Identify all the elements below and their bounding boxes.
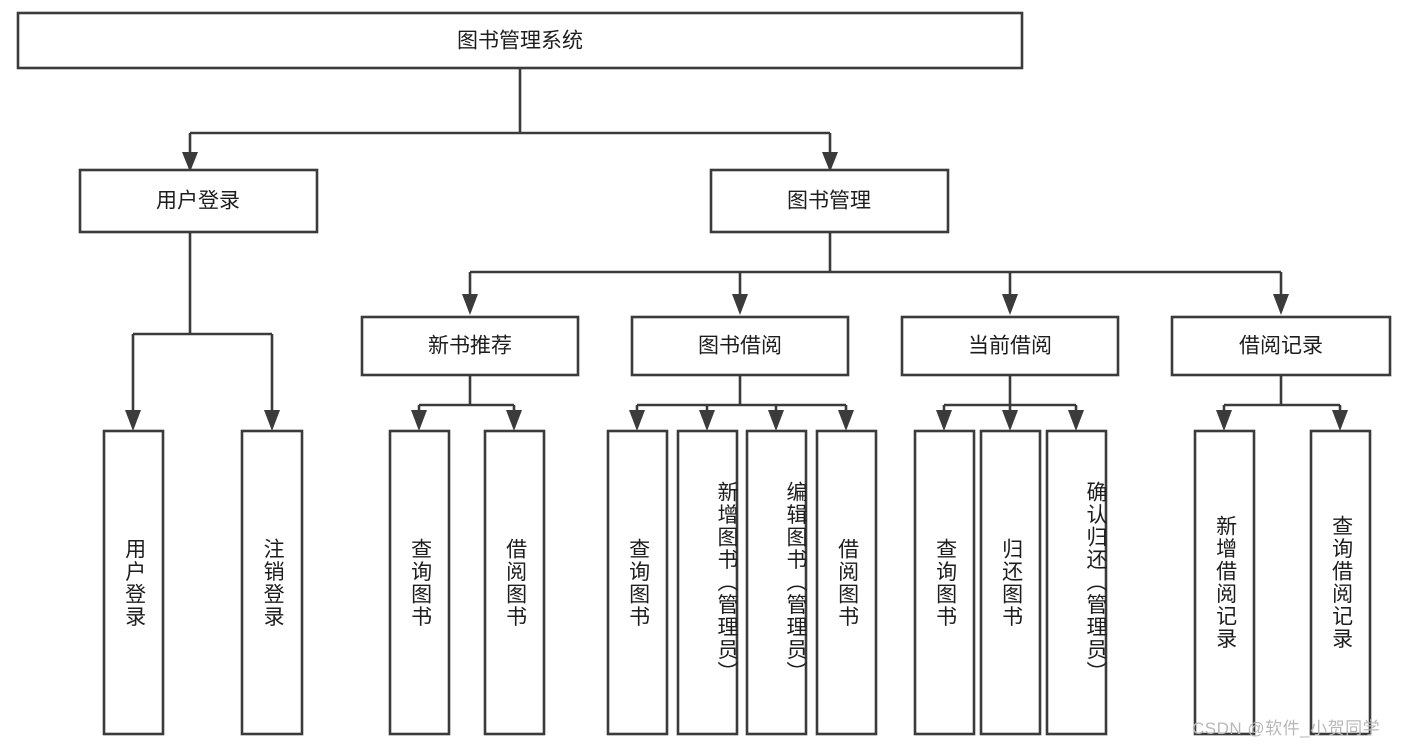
- arrowhead-leaf-return-book: [1002, 410, 1018, 431]
- node-leaf-return-book-box[interactable]: [979, 429, 1042, 736]
- arrowhead-leaf-logout: [264, 410, 280, 431]
- connector-new-book-rec-to-leaves: [411, 375, 522, 431]
- arrowhead-book-manage: [822, 152, 838, 172]
- node-leaf-borrow-book-1-box[interactable]: [483, 429, 546, 736]
- connector-book-manage-to-level2: [462, 232, 1289, 315]
- arrowhead-borrow-record: [1273, 294, 1289, 315]
- arrowhead-leaf-query-book-3: [936, 410, 952, 431]
- node-current-borrow-label: 当前借阅: [968, 335, 1052, 358]
- node-book-manage-label: 图书管理: [787, 190, 871, 213]
- node-leaf-borrow-book-2-box[interactable]: [815, 429, 878, 736]
- node-borrow-record[interactable]: 借阅记录: [1170, 315, 1392, 377]
- node-leaf-query-book-3-box[interactable]: [913, 429, 976, 736]
- node-new-book-rec-label: 新书推荐: [428, 335, 512, 358]
- arrowhead-leaf-user-login: [125, 410, 141, 431]
- node-new-book-rec-box[interactable]: [360, 315, 580, 377]
- arrowhead-leaf-borrow-book-1: [506, 410, 522, 431]
- arrowhead-leaf-confirm-return: [1068, 410, 1084, 431]
- node-root[interactable]: 图书管理系统: [16, 11, 1024, 70]
- node-user-login-label: 用户登录: [156, 190, 240, 213]
- arrowhead-leaf-query-record: [1332, 410, 1348, 431]
- node-current-borrow-box[interactable]: [900, 315, 1120, 377]
- node-leaf-add-book-box[interactable]: [676, 429, 739, 736]
- node-leaf-query-book-2-box[interactable]: [606, 429, 669, 736]
- node-root-box[interactable]: [16, 11, 1024, 70]
- node-book-borrow[interactable]: 图书借阅: [630, 315, 850, 377]
- arrowhead-leaf-add-record: [1216, 410, 1232, 431]
- node-book-manage-box[interactable]: [709, 168, 950, 234]
- arrowhead-leaf-query-book-1: [411, 410, 427, 431]
- node-leaf-add-record-box[interactable]: [1193, 429, 1256, 736]
- node-leaf-query-book-1-box[interactable]: [388, 429, 451, 736]
- arrowhead-leaf-borrow-book-2: [838, 410, 854, 431]
- node-book-borrow-label: 图书借阅: [698, 335, 782, 358]
- connector-book-borrow-to-leaves: [629, 375, 854, 431]
- connector-current-borrow-to-leaves: [936, 375, 1084, 431]
- node-leaf-query-record-box[interactable]: [1309, 429, 1372, 736]
- arrowhead-leaf-add-book: [699, 410, 715, 431]
- arrowhead-leaf-edit-book: [768, 410, 784, 431]
- arrowhead-current-borrow: [1002, 294, 1018, 315]
- node-borrow-record-box[interactable]: [1170, 315, 1392, 377]
- node-leaf-user-login-box[interactable]: [102, 429, 165, 736]
- node-book-manage[interactable]: 图书管理: [709, 168, 950, 234]
- connector-borrow-record-to-leaves: [1216, 375, 1348, 431]
- arrowhead-user-login: [182, 152, 198, 172]
- node-user-login-box[interactable]: [78, 168, 319, 234]
- arrowhead-new-book-rec: [462, 294, 478, 315]
- node-leaf-edit-book-box[interactable]: [745, 429, 808, 736]
- arrowhead-book-borrow: [732, 294, 748, 315]
- node-new-book-rec[interactable]: 新书推荐: [360, 315, 580, 377]
- node-leaf-logout-box[interactable]: [240, 429, 304, 736]
- leaf-boxes: [102, 429, 1372, 736]
- node-current-borrow[interactable]: 当前借阅: [900, 315, 1120, 377]
- node-root-label: 图书管理系统: [457, 30, 583, 53]
- node-leaf-confirm-return-box[interactable]: [1045, 429, 1108, 736]
- node-user-login[interactable]: 用户登录: [78, 168, 319, 234]
- csdn-watermark: CSDN @软件_小贺同学: [1192, 719, 1381, 738]
- arrowhead-leaf-query-book-2: [629, 410, 645, 431]
- connector-root-to-level1: [182, 68, 838, 172]
- connector-user-login-to-leaves: [125, 232, 280, 431]
- node-borrow-record-label: 借阅记录: [1239, 335, 1323, 358]
- node-book-borrow-box[interactable]: [630, 315, 850, 377]
